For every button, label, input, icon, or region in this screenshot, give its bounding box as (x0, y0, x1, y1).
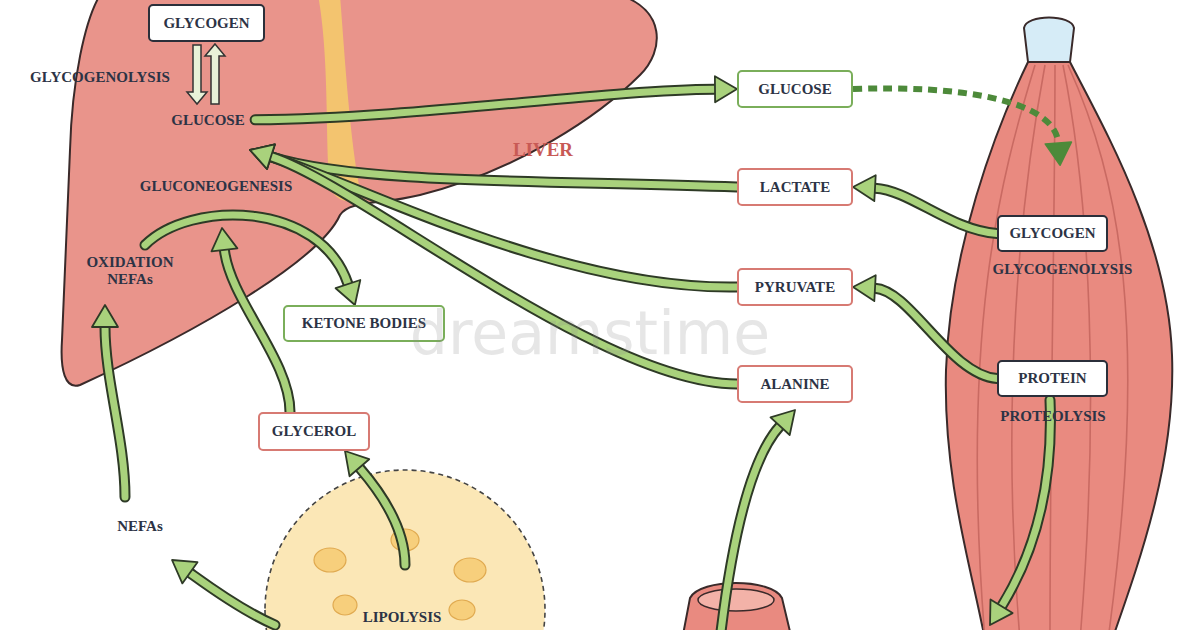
node-label: GLYCEROL (272, 423, 356, 440)
node-label: GLYCOGEN (163, 15, 249, 32)
metabolite-box: PROTEIN (997, 360, 1108, 397)
blood-vessel (682, 583, 792, 630)
process-label: GLUCONEOGENESIS (116, 178, 316, 195)
process-label: GLYCOGENOLYSIS (20, 69, 180, 86)
arrow-outline (720, 426, 780, 630)
organ-shape (1024, 18, 1074, 63)
node-label: ALANINE (760, 376, 829, 393)
process-label: OXIDATION NEFAs (75, 254, 185, 288)
arrow-head (172, 560, 198, 583)
process-label: GLUCOSE (150, 112, 266, 129)
vessel-lumen (698, 589, 774, 611)
node-label: GLYCOGEN (1009, 225, 1095, 242)
process-label: LIPOLYSIS (340, 609, 464, 626)
process-label: PROTEOLYSIS (978, 408, 1128, 425)
arrow-head (345, 451, 369, 476)
arrow-head (853, 175, 876, 201)
node-label: GLUCOSE (758, 81, 831, 98)
edge-label: NEFAs (100, 518, 180, 535)
organ-shape (946, 62, 1173, 630)
arrow-head (715, 76, 737, 102)
arrow-heads (172, 560, 198, 583)
arrow-head (853, 275, 876, 301)
metabolite-box: GLYCOGEN (997, 215, 1108, 252)
organ-outline (940, 10, 1180, 630)
watermark: dreamstime (380, 298, 800, 368)
arrow-heads (715, 76, 737, 102)
node-label: KETONE BODIES (302, 315, 426, 332)
organ-outline (265, 470, 545, 630)
node-label: PYRUVATE (755, 279, 835, 296)
arrow-shaft (190, 573, 275, 625)
metabolite-box: GLUCOSE (737, 70, 853, 108)
arrow-outline (190, 573, 275, 625)
organ-shape (265, 470, 545, 630)
metabolite-box: GLYCOGEN (148, 4, 265, 42)
arrow-heads (345, 451, 369, 476)
arrow-head (336, 280, 361, 305)
process-label: LIVER (498, 139, 588, 160)
arrow-heads (336, 280, 361, 305)
node-label: PROTEIN (1018, 370, 1086, 387)
node-label: LACTATE (760, 179, 830, 196)
adipose-cell: LIPOLYSIS (265, 470, 545, 630)
arrow-heads (853, 175, 876, 201)
arrow-head (771, 410, 796, 435)
metabolite-box: GLYCEROL (258, 412, 370, 451)
metabolite-box: ALANINE (737, 365, 853, 403)
muscle-organ: GLYCOGENOLYSIS PROTEOLYSIS GLYCOGEN PROTEIN (940, 10, 1180, 630)
arrow-heads (853, 275, 876, 301)
arrow-shaft (720, 426, 780, 630)
metabolite-box: LACTATE (737, 168, 853, 206)
process-label: GLYCOGENOLYSIS (975, 261, 1150, 278)
